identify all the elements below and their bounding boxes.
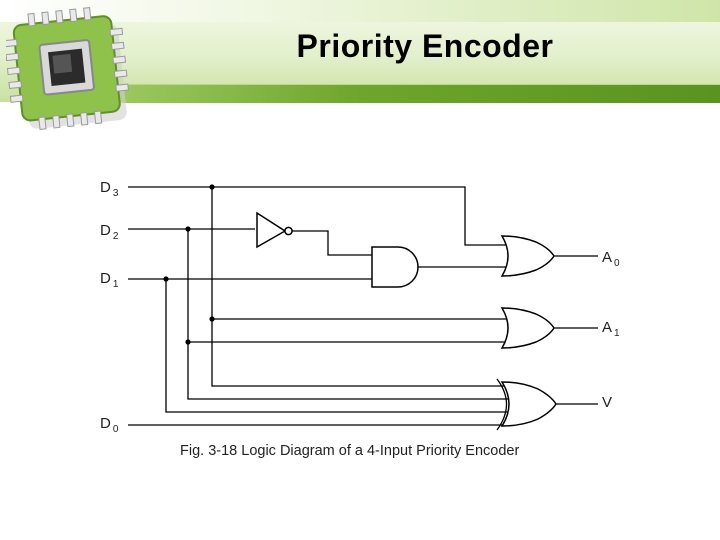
junction-dot bbox=[185, 226, 191, 232]
page-title: Priority Encoder bbox=[296, 28, 554, 64]
or-gate-a0 bbox=[500, 235, 555, 277]
banner-leaf-band bbox=[120, 84, 720, 103]
banner-stripe bbox=[0, 0, 720, 22]
junction-dot bbox=[209, 316, 215, 322]
junction-dot bbox=[163, 276, 169, 282]
and-gate bbox=[371, 246, 419, 288]
or-gate-v-extension bbox=[496, 378, 508, 431]
junction-dot bbox=[185, 339, 191, 345]
figure-caption: Fig. 3-18 Logic Diagram of a 4-Input Pri… bbox=[180, 443, 519, 459]
wire-not-out bbox=[292, 230, 372, 256]
wire-d1-branch bbox=[165, 279, 508, 413]
not-gate-bubble bbox=[284, 226, 293, 236]
not-gate bbox=[256, 211, 293, 249]
wire-d2-branch bbox=[187, 229, 508, 400]
or-gate-v bbox=[500, 381, 557, 427]
not-gate-body bbox=[256, 211, 287, 249]
junction-dot bbox=[209, 184, 215, 190]
wiring bbox=[128, 186, 598, 426]
wire-d3 bbox=[128, 186, 508, 246]
or-gate-a1 bbox=[500, 307, 555, 349]
junction-dots bbox=[163, 184, 215, 345]
output-label-v: V bbox=[602, 394, 612, 411]
wire-d3-branch bbox=[211, 187, 508, 387]
microchip-icon bbox=[6, 7, 129, 131]
